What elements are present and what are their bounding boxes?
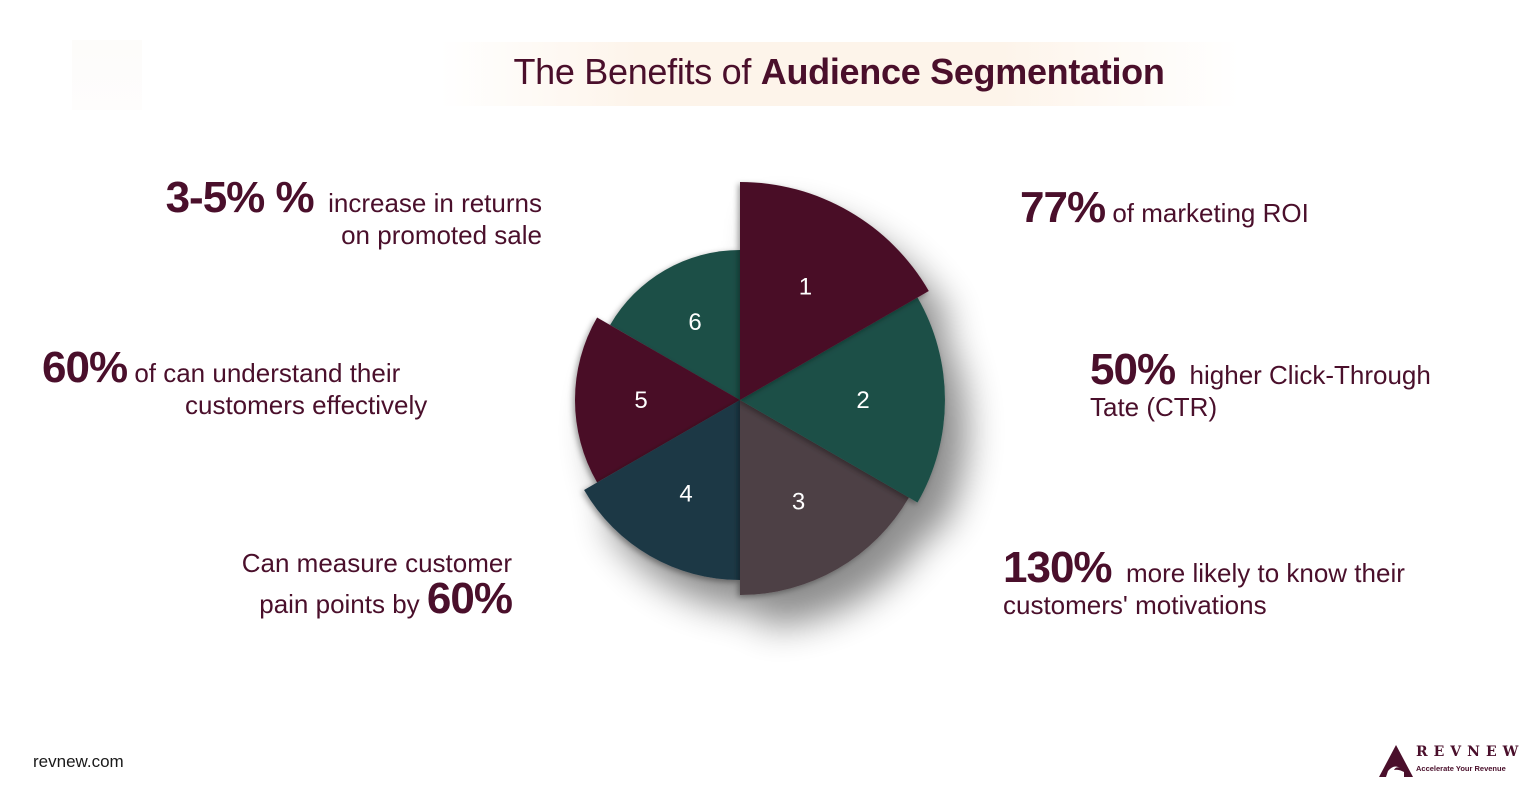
stat-6-text-line2: on promoted sale bbox=[341, 220, 542, 250]
revnew-logo: REVNEW Accelerate Your Revenue bbox=[1378, 744, 1528, 780]
logo-name: REVNEW bbox=[1416, 744, 1525, 760]
title-emphasis: Audience Segmentation bbox=[760, 51, 1165, 92]
pie-slice-label-6: 6 bbox=[688, 309, 701, 336]
pie-slice-label-1: 1 bbox=[799, 274, 812, 301]
stat-2-value: 50% bbox=[1090, 345, 1176, 394]
stat-5-value: 60% bbox=[42, 343, 128, 392]
stat-2-text: higher Click-Through bbox=[1189, 360, 1431, 390]
logo-tagline: Accelerate Your Revenue bbox=[1416, 764, 1506, 773]
pie-slice-4 bbox=[584, 400, 740, 580]
stat-1: 77% of marketing ROI bbox=[1020, 186, 1309, 230]
title-band bbox=[440, 42, 1240, 106]
pie-slice-label-2: 2 bbox=[856, 387, 869, 414]
stat-6-value: 3-5% % bbox=[165, 173, 315, 222]
pie-slice-5 bbox=[574, 317, 740, 483]
pie-slice-label-3: 3 bbox=[792, 488, 805, 515]
stat-5: 60% of can understand their customers ef… bbox=[42, 346, 428, 421]
pie-slice-label-5: 5 bbox=[634, 387, 647, 414]
title-prefix: The Benefits of bbox=[513, 51, 761, 92]
stat-3-text-line2: customers' motivations bbox=[1003, 590, 1267, 620]
stat-2-text-line2: Tate (CTR) bbox=[1090, 392, 1218, 422]
stat-1-value: 77% bbox=[1020, 183, 1106, 232]
pie-slice-2 bbox=[740, 297, 945, 503]
stat-4-text-line2: pain points by bbox=[259, 589, 420, 619]
stat-5-text-line2: customers effectively bbox=[185, 390, 428, 420]
stat-1-text: of marketing ROI bbox=[1112, 198, 1309, 228]
stat-6-text: increase in returns bbox=[328, 188, 542, 218]
stat-6: 3-5% % increase in returns on promoted s… bbox=[166, 176, 542, 251]
pie-slice-3 bbox=[740, 400, 909, 595]
stat-4-text: Can measure customer bbox=[241, 548, 512, 578]
stat-5-text: of can understand their bbox=[134, 358, 401, 388]
stat-3-value: 130% bbox=[1003, 543, 1113, 592]
stat-3: 130% more likely to know their customers… bbox=[1003, 546, 1405, 621]
pie-slice-6 bbox=[610, 250, 740, 400]
stat-4-value: 60% bbox=[426, 574, 513, 623]
pie-slice-label-4: 4 bbox=[679, 481, 692, 508]
stat-3-text: more likely to know their bbox=[1126, 558, 1405, 588]
logo-triangle-icon bbox=[1379, 745, 1413, 777]
decorative-shape bbox=[72, 40, 142, 110]
pie-slice-1 bbox=[740, 182, 929, 400]
stat-2: 50% higher Click-Through Tate (CTR) bbox=[1090, 348, 1431, 423]
footer-url[interactable]: revnew.com bbox=[33, 752, 124, 771]
page-title: The Benefits of Audience Segmentation bbox=[0, 51, 1538, 93]
stat-4: Can measure customer pain points by 60% bbox=[241, 545, 513, 623]
